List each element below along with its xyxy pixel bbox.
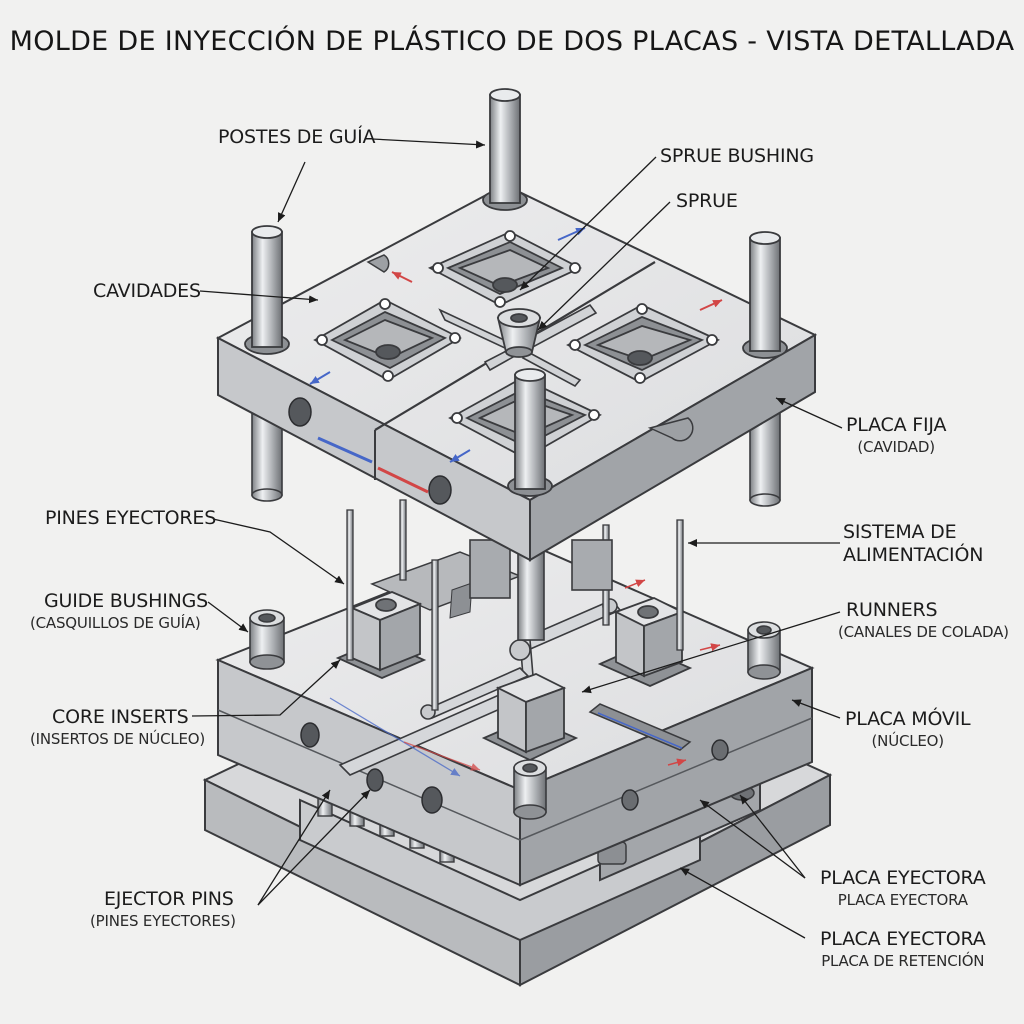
guide-bushing-left: [249, 609, 285, 670]
fixed-plate: [215, 183, 818, 562]
label-sprue-bushing: SPRUE BUSHING: [660, 145, 814, 167]
guide-post-front: [507, 368, 553, 497]
label-guide-bushings-main: GUIDE BUSHINGS: [44, 590, 208, 612]
cavity-top: [427, 230, 583, 308]
guide-post-left: [244, 225, 290, 355]
label-placa-movil-sub: (NÚCLEO): [871, 732, 945, 750]
label-placa-eyectora-2: PLACA EYECTORA PLACA DE RETENCIÓN: [820, 928, 986, 971]
label-runners-sub: (CANALES DE COLADA): [838, 623, 1009, 641]
core-insert-left: [335, 591, 427, 679]
label-postes-guia: POSTES DE GUÍA: [218, 126, 376, 148]
label-sistema-alimentacion: SISTEMA DE ALIMENTACIÓN: [843, 521, 983, 567]
cavity-left: [313, 298, 462, 382]
label-placa-fija: PLACA FIJA (CAVIDAD): [846, 414, 946, 457]
leader-lines: [191, 138, 843, 939]
core-insert-center: [481, 673, 579, 761]
label-guide-bushings: GUIDE BUSHINGS (CASQUILLOS DE GUÍA): [30, 590, 208, 633]
guide-bushing-right: [747, 621, 781, 680]
core-insert-right: [597, 597, 693, 687]
label-placa-movil-main: PLACA MÓVIL: [845, 708, 971, 730]
fixed-plate-runners: [438, 303, 598, 388]
label-placa-eyectora-1-main: PLACA EYECTORA: [820, 867, 986, 889]
label-placa-eyectora-2-sub: PLACA DE RETENCIÓN: [821, 952, 985, 970]
label-core-inserts: CORE INSERTS (INSERTOS DE NÚCLEO): [30, 706, 205, 749]
label-sistema-alimentacion-line1: SISTEMA DE: [843, 521, 957, 543]
cavity-right: [566, 303, 721, 384]
label-ejector-pins-main: EJECTOR PINS: [104, 888, 234, 910]
label-guide-bushings-sub: (CASQUILLOS DE GUÍA): [30, 614, 201, 632]
guide-post-right: [742, 231, 788, 359]
label-placa-eyectora-1: PLACA EYECTORA PLACA EYECTORA: [820, 867, 986, 910]
label-cavidades: CAVIDADES: [93, 280, 201, 302]
label-placa-eyectora-2-main: PLACA EYECTORA: [820, 928, 986, 950]
diagram-title: MOLDE DE INYECCIÓN DE PLÁSTICO DE DOS PL…: [9, 26, 1015, 57]
label-runners-main: RUNNERS: [846, 599, 938, 621]
label-ejector-pins-sub: (PINES EYECTORES): [90, 912, 236, 930]
label-placa-fija-main: PLACA FIJA: [846, 414, 947, 436]
label-ejector-pins: EJECTOR PINS (PINES EYECTORES): [90, 888, 236, 931]
label-sprue: SPRUE: [676, 190, 738, 212]
label-placa-movil: PLACA MÓVIL (NÚCLEO): [845, 708, 971, 751]
label-placa-eyectora-1-sub: PLACA EYECTORA: [837, 891, 968, 909]
guide-post-rear: [482, 88, 528, 211]
label-core-inserts-main: CORE INSERTS: [52, 706, 189, 728]
label-placa-fija-sub: (CAVIDAD): [857, 438, 935, 456]
guide-bushing-front: [513, 759, 547, 820]
label-core-inserts-sub: (INSERTOS DE NÚCLEO): [30, 730, 206, 748]
label-runners: RUNNERS (CANALES DE COLADA): [838, 599, 1009, 642]
label-sistema-alimentacion-line2: ALIMENTACIÓN: [843, 544, 984, 566]
sprue-bushing: [496, 308, 542, 358]
label-pines-eyectores: PINES EYECTORES: [45, 507, 217, 529]
